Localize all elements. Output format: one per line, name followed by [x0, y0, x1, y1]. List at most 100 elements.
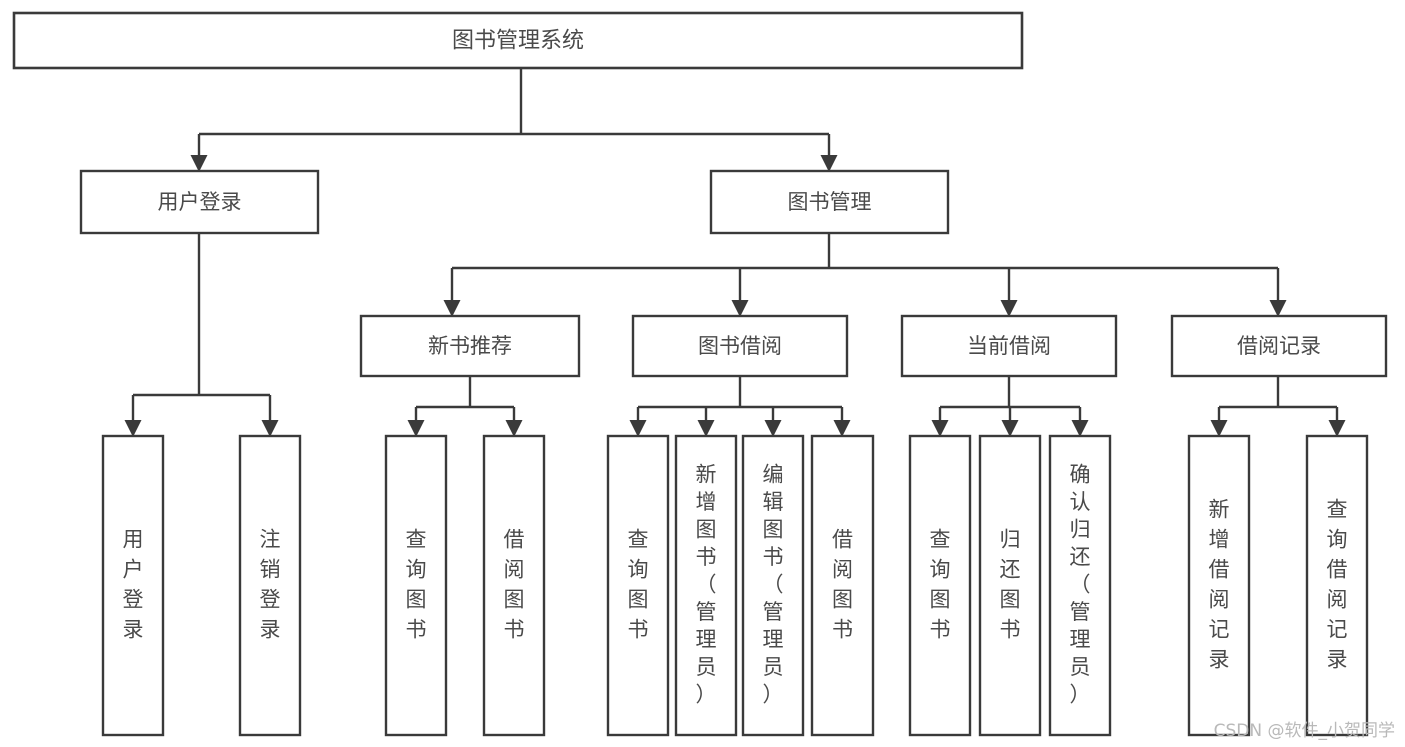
node-user-login[interactable]: 用户登录	[79, 169, 320, 235]
node-label-char: 归	[1000, 528, 1021, 552]
arrow-head-icon	[1328, 420, 1346, 437]
node-label-char: 录	[123, 618, 144, 642]
node-label-char: 管	[696, 600, 717, 624]
node-root[interactable]: 图书管理系统	[12, 11, 1024, 70]
connectors-layer	[124, 68, 1346, 437]
node-label-char: 录	[1327, 648, 1348, 672]
node-box	[1048, 434, 1112, 737]
node-book-borrow[interactable]: 图书借阅	[631, 314, 849, 378]
node-label-char: 注	[260, 528, 281, 552]
nodes-layer: 图书管理系统用户登录图书管理新书推荐图书借阅当前借阅借阅记录用户登录注销登录查询…	[12, 11, 1388, 737]
node-label-char: 借	[1327, 558, 1348, 582]
node-box	[674, 434, 738, 737]
node-label-char: 查	[930, 528, 951, 552]
node-label-char: 销	[260, 558, 281, 582]
node-label-char: 员	[763, 655, 784, 679]
node-label-char: 理	[696, 628, 717, 652]
node-label-char: 登	[123, 588, 144, 612]
node-box	[12, 11, 1024, 70]
connector-recommend-to-leaves	[407, 376, 523, 437]
node-label-char: 书	[763, 545, 784, 569]
node-label-char: 借	[1209, 558, 1230, 582]
node-label-char: 归	[1070, 518, 1091, 542]
node-label-char: 增	[696, 490, 717, 514]
node-label-char: 询	[628, 558, 649, 582]
node-label-char: 借	[832, 528, 853, 552]
node-box	[908, 434, 972, 737]
arrow-head-icon	[407, 420, 425, 437]
node-label-char: 查	[406, 528, 427, 552]
node-label-char: 登	[260, 588, 281, 612]
node-label-char: （	[763, 573, 784, 597]
node-label-char: 书	[406, 618, 427, 642]
node-box	[79, 169, 320, 235]
arrow-head-icon	[190, 155, 208, 172]
node-box	[1187, 434, 1251, 737]
node-label-char: 增	[1209, 528, 1230, 552]
node-label-char: 户	[123, 558, 144, 582]
node-box	[384, 434, 448, 737]
node-box	[741, 434, 805, 737]
node-box	[482, 434, 546, 737]
node-label: 当前借阅	[967, 334, 1051, 358]
node-label-char: 录	[1209, 648, 1230, 672]
node-label-char: 确	[1070, 463, 1091, 487]
connector-borrow-to-leaves	[629, 376, 851, 437]
node-label-char: 阅	[504, 558, 525, 582]
arrow-head-icon	[833, 420, 851, 437]
csdn-watermark: CSDN @软件_小贺同学	[1213, 721, 1395, 741]
node-label-char: 书	[696, 545, 717, 569]
arrow-head-icon	[1210, 420, 1228, 437]
node-box	[359, 314, 581, 378]
node-label-char: 书	[1000, 618, 1021, 642]
node-label-char: 新	[696, 463, 717, 487]
node-label-char: 员	[696, 655, 717, 679]
node-label-char: ）	[1070, 683, 1091, 707]
arrow-head-icon	[1000, 300, 1018, 317]
arrow-head-icon	[931, 420, 949, 437]
node-new-book-recommend[interactable]: 新书推荐	[359, 314, 581, 378]
node-leaf-user-login[interactable]: 用户登录	[101, 434, 165, 737]
node-label-char: 员	[1070, 655, 1091, 679]
node-box	[900, 314, 1118, 378]
node-label: 图书管理	[788, 190, 872, 214]
node-label-char: 图	[832, 588, 853, 612]
node-label-char: 书	[930, 618, 951, 642]
node-label-char: 查	[1327, 498, 1348, 522]
node-book-manage[interactable]: 图书管理	[709, 169, 950, 235]
node-label-char: 记	[1209, 618, 1230, 642]
arrow-head-icon	[697, 420, 715, 437]
node-label-char: 还	[1070, 545, 1091, 569]
node-current-borrow[interactable]: 当前借阅	[900, 314, 1118, 378]
node-label-char: 借	[504, 528, 525, 552]
node-box	[631, 314, 849, 378]
arrow-head-icon	[1001, 420, 1019, 437]
node-label-char: 阅	[832, 558, 853, 582]
node-box	[810, 434, 875, 737]
arrow-head-icon	[124, 420, 142, 437]
node-label: 借阅记录	[1237, 334, 1321, 358]
node-label-char: （	[696, 573, 717, 597]
node-label-char: ）	[696, 683, 717, 707]
node-borrow-record[interactable]: 借阅记录	[1170, 314, 1388, 378]
arrow-head-icon	[820, 155, 838, 172]
node-label-char: 理	[763, 628, 784, 652]
node-label: 新书推荐	[428, 334, 512, 358]
node-label-char: （	[1070, 573, 1091, 597]
node-label-char: 录	[260, 618, 281, 642]
arrow-head-icon	[505, 420, 523, 437]
arrow-head-icon	[1269, 300, 1287, 317]
